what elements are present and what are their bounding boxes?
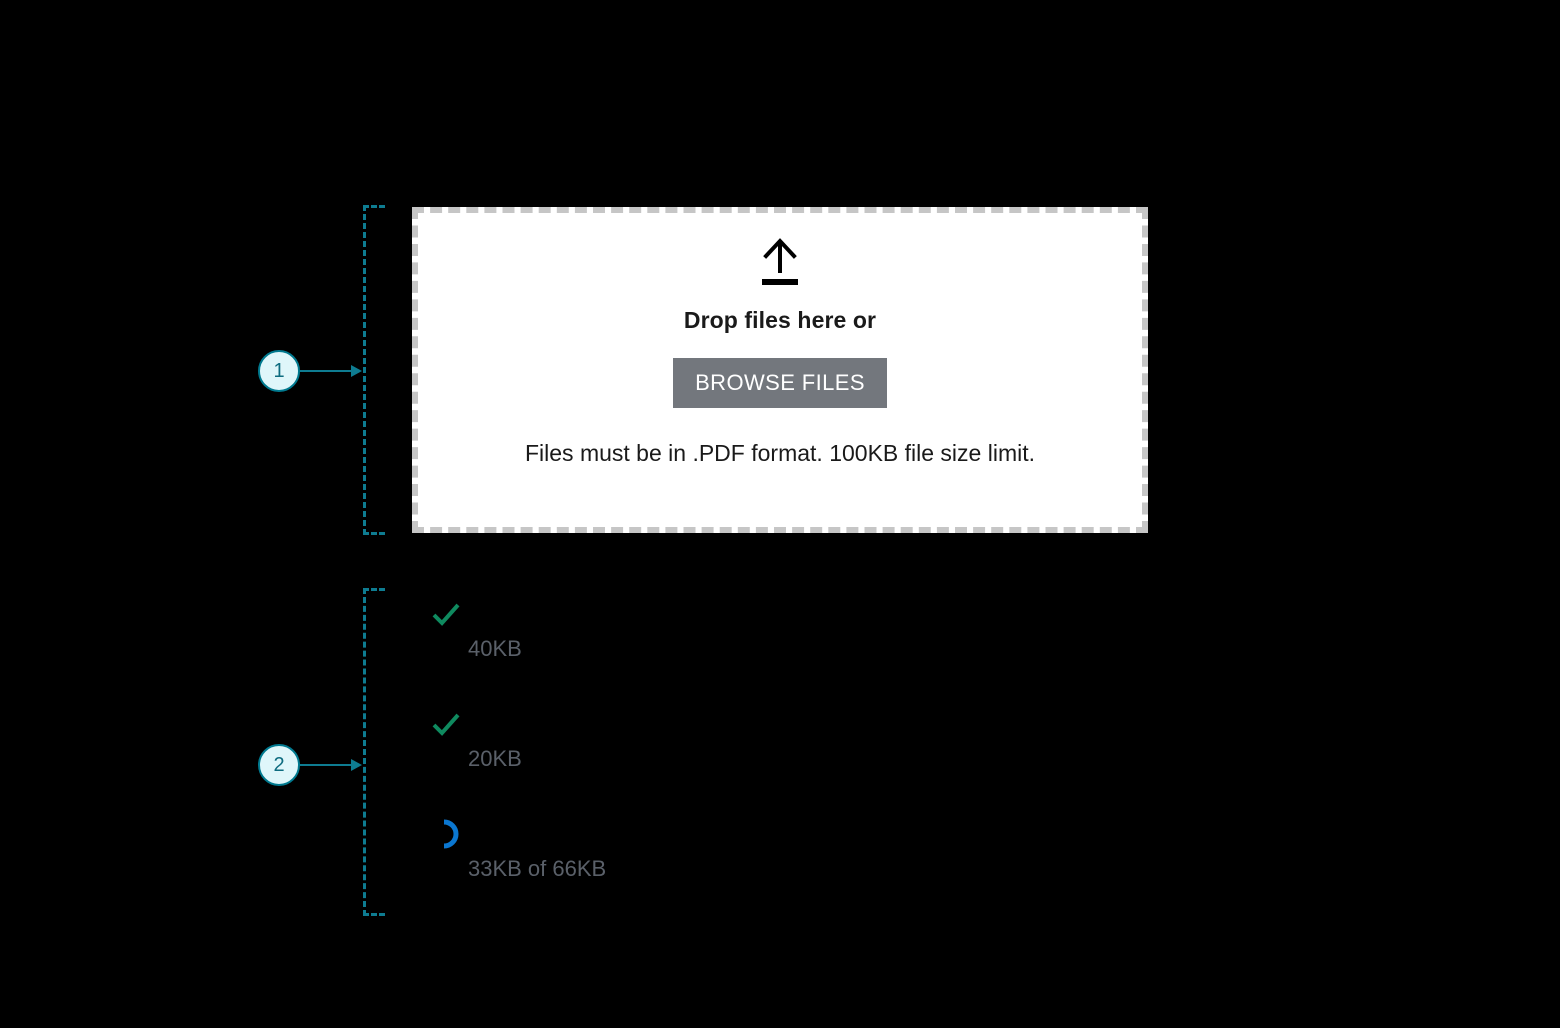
- annotation-bracket-2: [363, 588, 385, 916]
- list-item[interactable]: 33KB of 66KB: [412, 808, 1148, 918]
- annotation-arrow-1: [300, 365, 362, 377]
- dropzone-hint-text: Files must be in .PDF format. 100KB file…: [525, 440, 1035, 466]
- file-upload-progress: 33KB of 66KB: [468, 856, 607, 881]
- annotation-arrow-2: [300, 759, 362, 771]
- annotation-marker-2: 2: [258, 744, 362, 786]
- check-icon: [428, 706, 464, 742]
- annotation-arrow-line: [300, 764, 352, 766]
- annotation-number-1: 1: [258, 350, 300, 392]
- file-size: 40KB: [468, 636, 522, 661]
- annotation-arrow-head: [351, 365, 362, 377]
- spinner-icon: [428, 816, 464, 852]
- annotation-arrow-line: [300, 370, 352, 372]
- annotation-marker-1: 1: [258, 350, 362, 392]
- list-item[interactable]: 20KB: [412, 698, 1148, 808]
- check-icon: [428, 596, 464, 632]
- browse-files-button[interactable]: BROWSE FILES: [673, 358, 887, 408]
- file-size: 20KB: [468, 746, 522, 771]
- annotation-number-2: 2: [258, 744, 300, 786]
- annotation-arrow-head: [351, 759, 362, 771]
- upload-arrow-icon: [752, 237, 808, 289]
- dropzone-title: Drop files here or: [683, 307, 877, 333]
- annotation-bracket-1: [363, 205, 385, 535]
- uploaded-file-list: 40KB 20KB 33KB of 66KB: [412, 588, 1148, 918]
- list-item[interactable]: 40KB: [412, 588, 1148, 698]
- file-upload-dropzone[interactable]: Drop files here or BROWSE FILES Files mu…: [412, 207, 1148, 533]
